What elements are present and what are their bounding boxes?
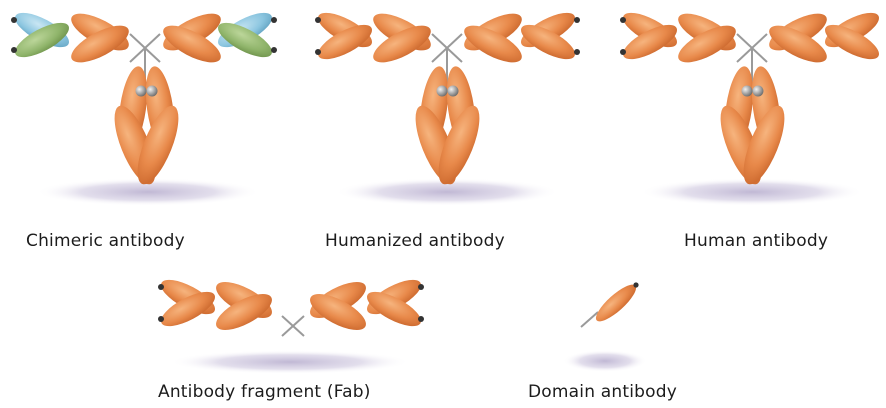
human-antibody-diagram (618, 6, 883, 206)
caption-human-antibody: Human antibody (684, 231, 828, 251)
caption-antibody-fragment: Antibody fragment (Fab) (158, 382, 371, 402)
caption-humanized-antibody: Humanized antibody (325, 231, 505, 251)
caption-chimeric-antibody: Chimeric antibody (26, 231, 185, 251)
shadow (170, 350, 410, 374)
chimeric-antibody-diagram (10, 6, 277, 206)
caption-domain-antibody: Domain antibody (528, 382, 677, 402)
fab-fragment-diagram (156, 273, 425, 374)
shadow (563, 350, 647, 372)
domain-antibody-diagram (563, 280, 647, 372)
humanized-antibody-diagram (313, 6, 580, 206)
